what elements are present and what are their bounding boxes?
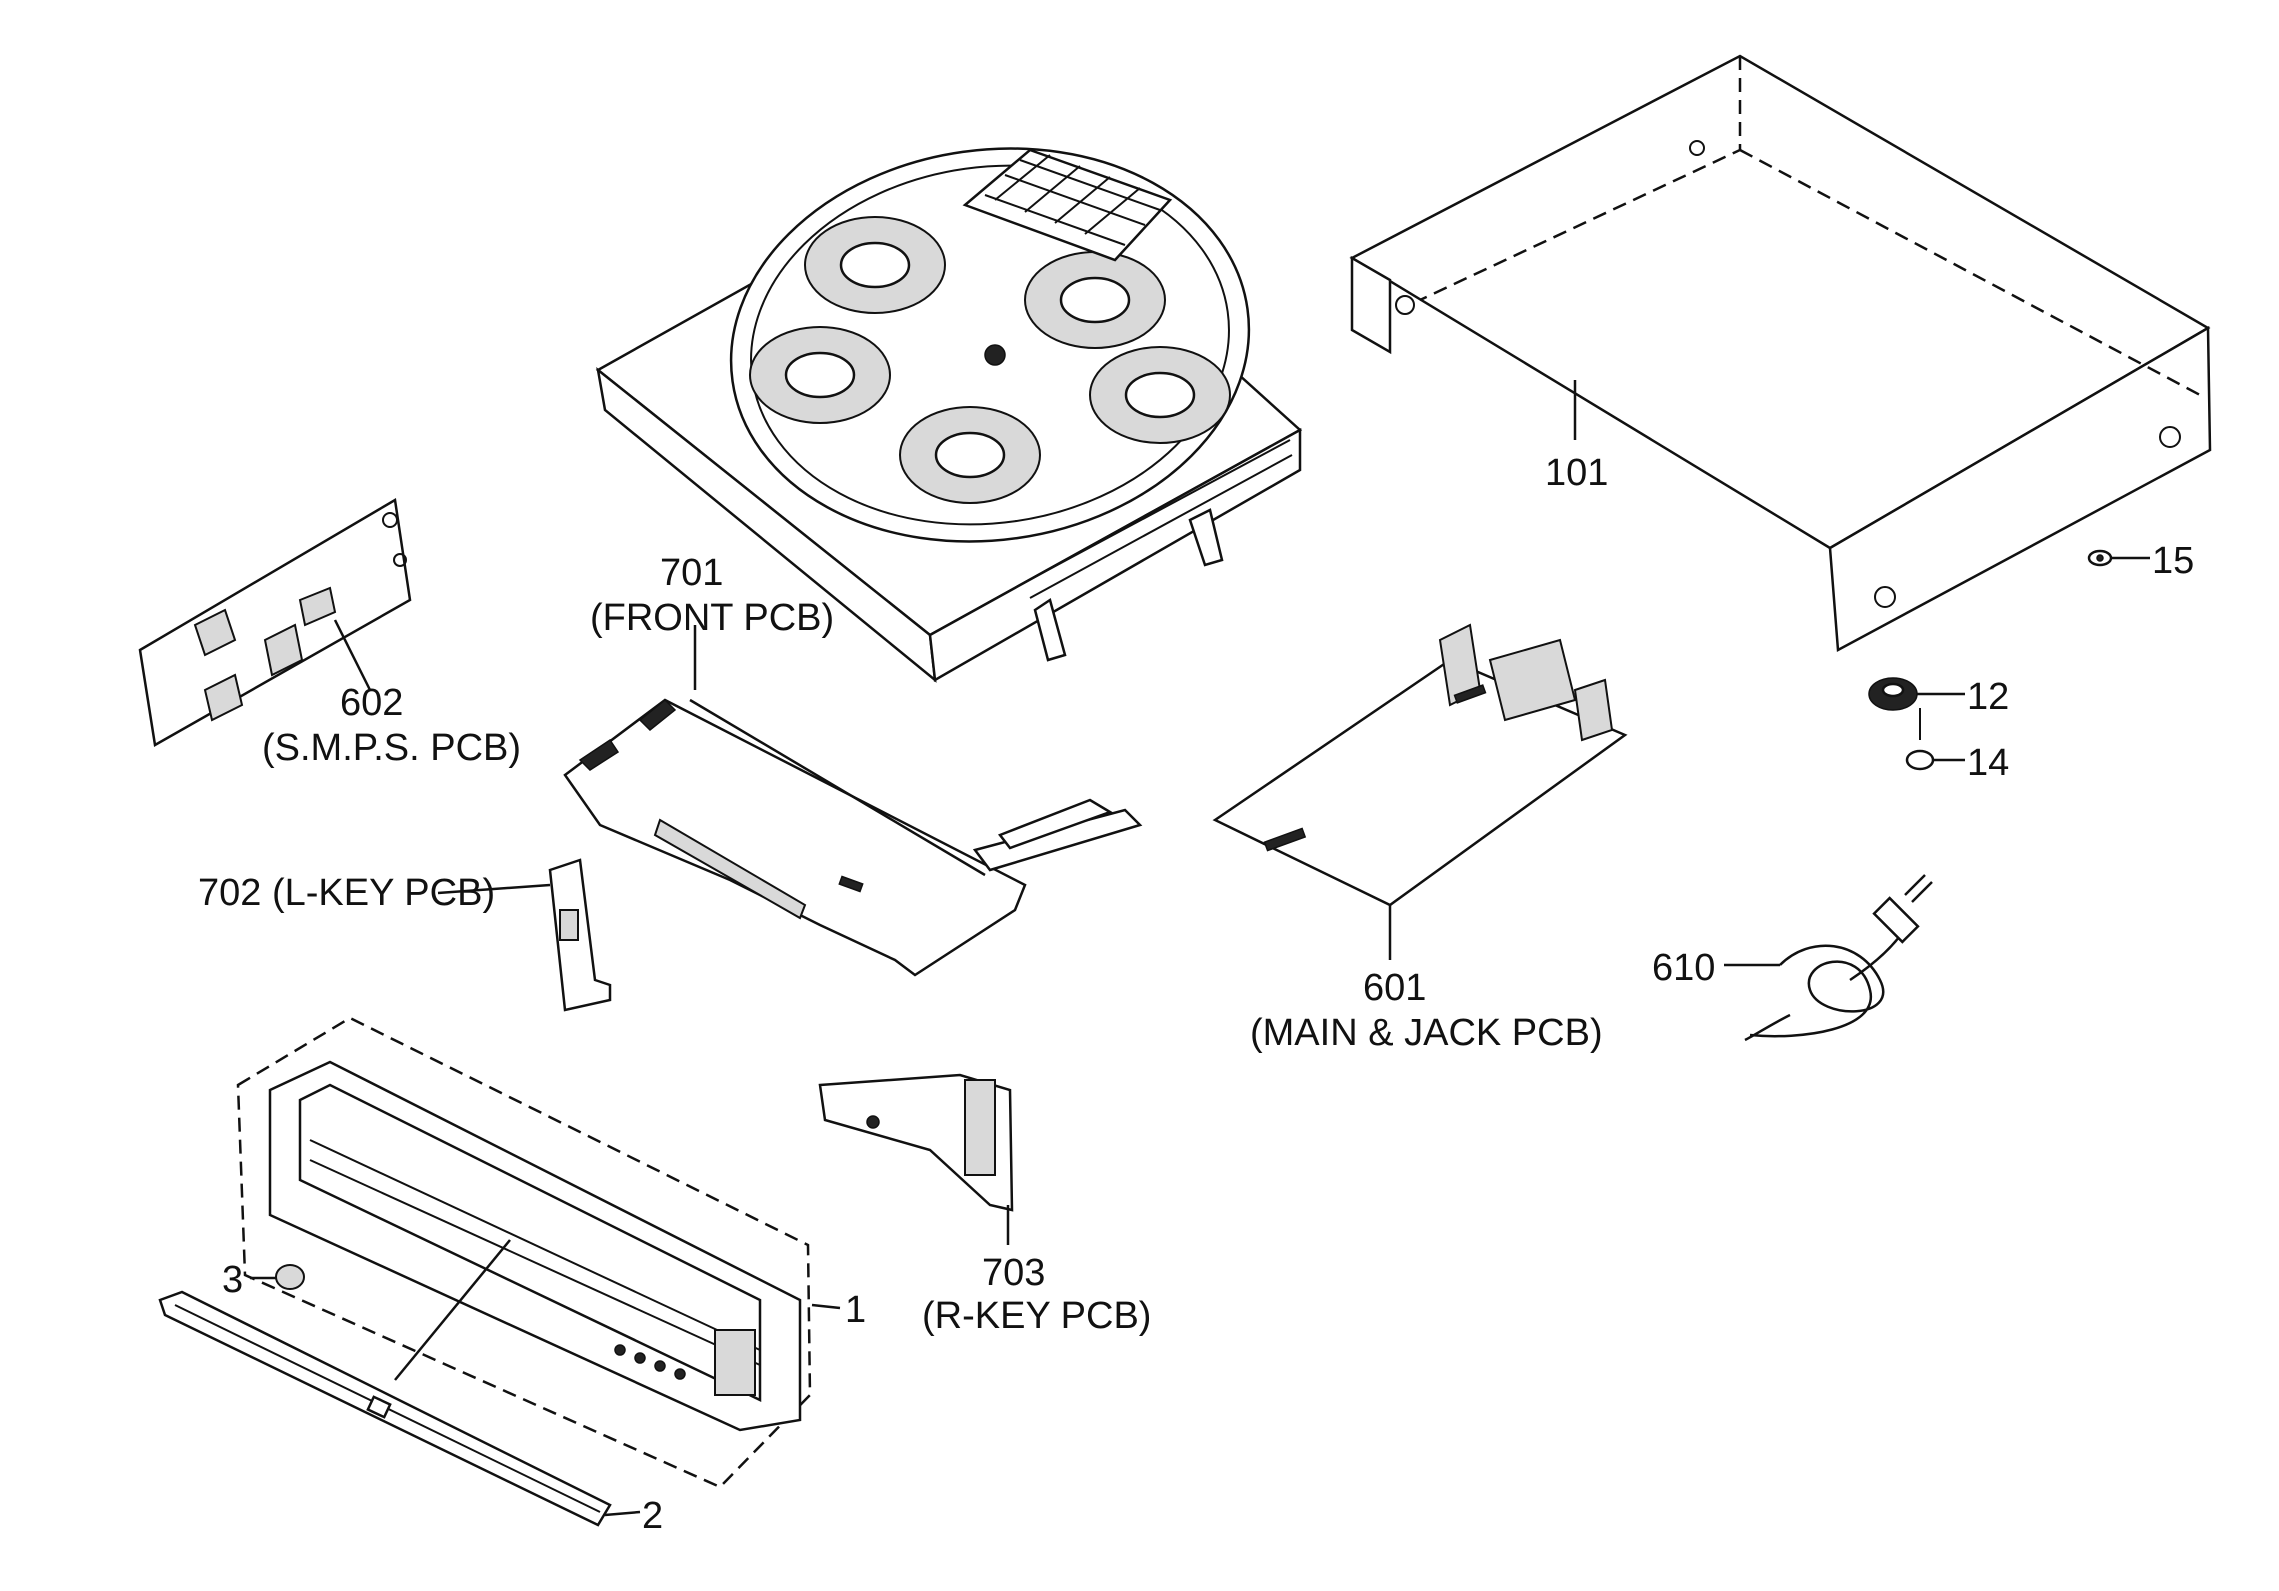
front-panel-assembly-part-1 <box>236 1016 841 1489</box>
label-701-name: (FRONT PCB) <box>590 597 834 639</box>
l-key-pcb-part-702 <box>437 858 612 1012</box>
front-pcb-part-701 <box>563 625 1143 977</box>
label-702: 702 (L-KEY PCB) <box>198 872 495 914</box>
label-701-number: 701 <box>660 552 723 594</box>
r-key-pcb-part-703 <box>818 1073 1014 1245</box>
label-610: 610 <box>1652 947 1715 989</box>
label-2: 2 <box>642 1495 663 1537</box>
label-101: 101 <box>1545 452 1608 494</box>
label-3: 3 <box>222 1259 243 1301</box>
label-602-number: 602 <box>340 682 403 724</box>
door-strip-part-2 <box>158 1290 641 1527</box>
label-601-name: (MAIN & JACK PCB) <box>1250 1012 1603 1054</box>
label-703-name: (R-KEY PCB) <box>922 1295 1151 1337</box>
label-703-number: 703 <box>982 1252 1045 1294</box>
main-jack-pcb-part-601 <box>1212 623 1628 960</box>
screw-part-15 <box>2087 549 2150 567</box>
label-14: 14 <box>1967 742 2009 784</box>
washer-part-14 <box>1905 749 1965 771</box>
disc-changer-mechanism <box>595 147 1303 683</box>
knob-part-3 <box>250 1264 305 1290</box>
label-15: 15 <box>2152 540 2194 582</box>
label-12: 12 <box>1967 676 2009 718</box>
label-601-number: 601 <box>1363 967 1426 1009</box>
label-1: 1 <box>845 1289 866 1331</box>
power-cord-part-610 <box>1724 874 1933 1042</box>
smps-pcb-part-602 <box>138 497 412 747</box>
label-602-name: (S.M.P.S. PCB) <box>262 727 521 769</box>
foot-part-12 <box>1868 677 1965 740</box>
top-cover-part-101 <box>1349 54 2212 653</box>
